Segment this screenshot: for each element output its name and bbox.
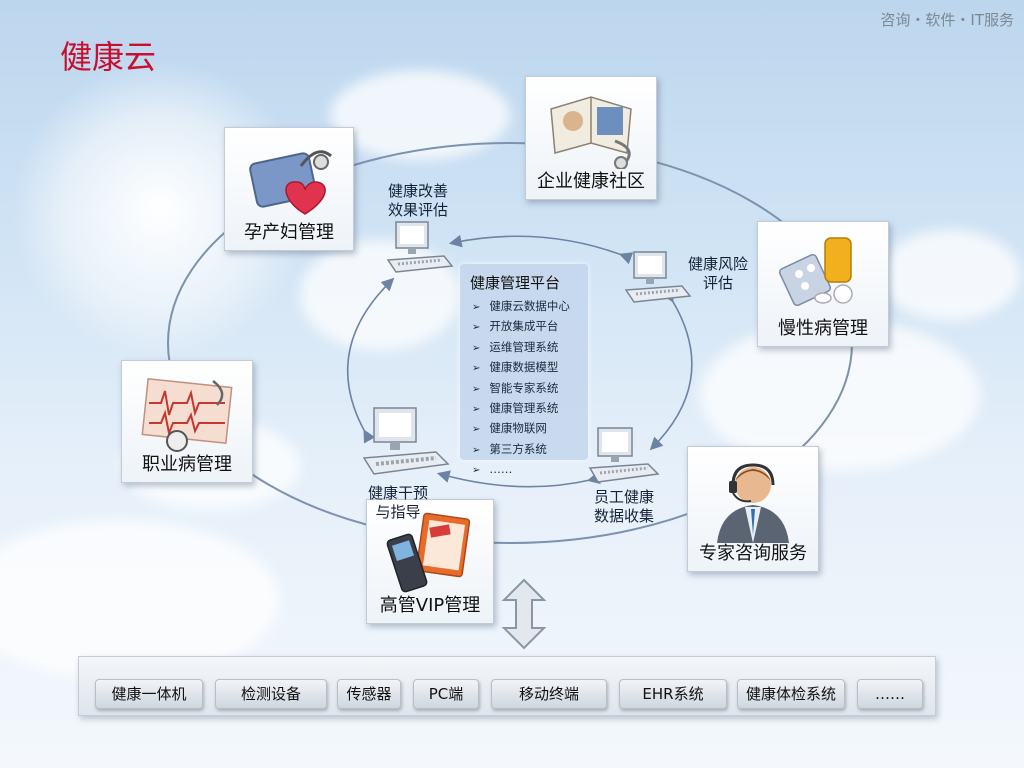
device-button[interactable]: PC端 — [413, 679, 479, 709]
node-label: 专家咨询服务 — [699, 543, 807, 564]
platform-item: 健康云数据中心 — [472, 297, 588, 317]
computer-icon — [362, 407, 450, 475]
platform-item: 智能专家系统 — [472, 379, 588, 399]
platform-list: 健康云数据中心 开放集成平台 运维管理系统 健康数据模型 智能专家系统 健康管理… — [460, 297, 588, 481]
device-button[interactable]: EHR系统 — [619, 679, 727, 709]
platform-item: 健康管理系统 — [472, 399, 588, 419]
device-button[interactable]: …… — [857, 679, 923, 709]
node-maternity[interactable]: 孕产妇管理 — [224, 127, 354, 251]
node-label: 企业健康社区 — [537, 171, 645, 192]
phone-folder-icon — [386, 512, 471, 593]
arrow-risk-to-collect — [649, 288, 693, 451]
arrow-collect-to-intervene — [436, 470, 601, 488]
double-arrow-icon — [501, 578, 547, 650]
device-button[interactable]: 检测设备 — [215, 679, 327, 709]
node-enterprise[interactable]: 企业健康社区 — [525, 76, 657, 200]
cloud — [330, 70, 510, 160]
node-label: 职业病管理 — [142, 454, 232, 475]
platform-item: 第三方系统 — [472, 440, 588, 460]
computer-icon — [386, 221, 454, 273]
node-label: 慢性病管理 — [778, 318, 868, 339]
ecg-chart-icon — [141, 377, 233, 452]
brand-tagline: 咨询・软件・IT服务 — [880, 11, 1014, 29]
platform-title: 健康管理平台 — [470, 274, 561, 292]
cycle-label-eval: 健康改善效果评估 — [387, 182, 448, 219]
computer-icon — [624, 251, 692, 303]
platform-item: 开放集成平台 — [472, 317, 588, 337]
device-bar: 健康一体机 检测设备 传感器 PC端 移动终端 EHR系统 健康体检系统 …… — [78, 656, 936, 716]
device-button[interactable]: 健康一体机 — [95, 679, 203, 709]
platform-item: 健康数据模型 — [472, 358, 588, 378]
platform-panel: 健康管理平台 健康云数据中心 开放集成平台 运维管理系统 健康数据模型 智能专家… — [460, 264, 588, 476]
cycle-label-intervene: 健康干预与指导 — [367, 484, 428, 521]
page-title: 健康云 — [60, 38, 157, 76]
computer-icon — [588, 427, 660, 483]
node-label: 高管VIP管理 — [379, 595, 481, 616]
device-button[interactable]: 传感器 — [337, 679, 401, 709]
device-button[interactable]: 健康体检系统 — [737, 679, 845, 709]
node-label: 孕产妇管理 — [244, 222, 334, 243]
medical-book-icon — [550, 96, 632, 169]
node-vip[interactable]: 高管VIP管理 — [366, 499, 494, 624]
node-chronic[interactable]: 慢性病管理 — [757, 221, 889, 347]
cycle-label-collect: 员工健康数据收集 — [593, 488, 654, 525]
node-expert[interactable]: 专家咨询服务 — [687, 446, 819, 572]
headset-agent-icon — [717, 463, 789, 543]
pills-icon — [778, 237, 853, 307]
platform-item: 运维管理系统 — [472, 338, 588, 358]
node-occupational[interactable]: 职业病管理 — [121, 360, 253, 483]
platform-item: 健康物联网 — [472, 419, 588, 439]
heart-stethoscope-icon — [249, 150, 332, 215]
arrow-risk-to-eval — [448, 234, 634, 265]
cycle-label-risk: 健康风险评估 — [687, 255, 748, 292]
cloud — [0, 520, 280, 680]
platform-item: …… — [472, 460, 588, 480]
cloud — [880, 230, 1020, 320]
arrow-intervene-to-eval — [346, 277, 395, 444]
device-button[interactable]: 移动终端 — [491, 679, 607, 709]
